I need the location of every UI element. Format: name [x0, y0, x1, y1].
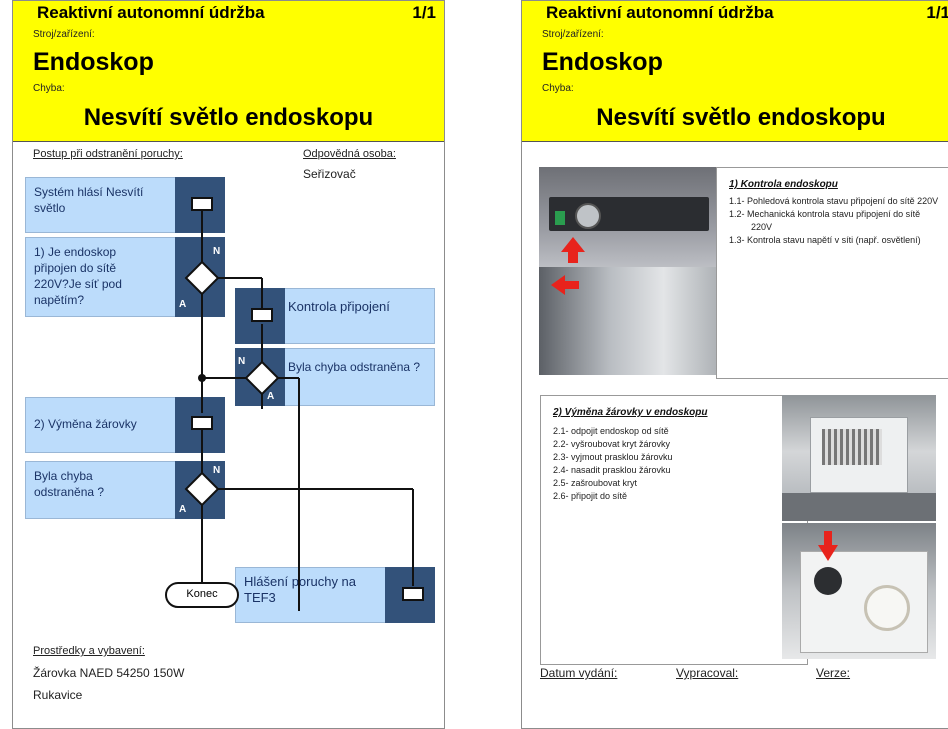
instructions-page: Reaktivní autonomní údržba 1/1 Stroj/zař… [521, 0, 948, 729]
flow-step-text: Byla chyba odstraněna ? [288, 360, 421, 374]
instruction-item: 1.1- Pohledová kontrola stavu připojení … [729, 196, 939, 206]
decision-diamond [184, 471, 220, 507]
fault-title: Nesvítí světlo endoskopu [83, 104, 374, 131]
bulb-cover-photo [782, 523, 936, 659]
page-header: Reaktivní autonomní údržba 1/1 Stroj/zař… [13, 1, 444, 142]
instruction-item: 2.6- připojit do sítě [553, 491, 628, 501]
endoskop-device-photo [782, 395, 936, 521]
flowchart-page: Reaktivní autonomní údržba 1/1 Stroj/zař… [12, 0, 445, 729]
header-title: Reaktivní autonomní údržba [546, 3, 774, 22]
flow-step-text: 2) Výměna žárovky [34, 417, 137, 431]
procedure-label: Postup při odstranění poruchy: [33, 148, 183, 160]
header-title: Reaktivní autonomní údržba [37, 3, 265, 22]
flow-step-text: Hlášení poruchy na TEF3 [244, 574, 357, 605]
version-label: Verze: [816, 666, 851, 680]
red-arrow-icon [818, 531, 838, 561]
page-number: 1/1 [412, 3, 436, 22]
responsible-person: Seřizovač [303, 167, 356, 181]
junction-dot [198, 374, 206, 382]
flow-end-terminal: Konec [165, 582, 239, 608]
issue-date-label: Datum vydání: [540, 666, 618, 680]
flowchart-connectors [184, 211, 414, 611]
branch-yes-label: A [179, 299, 187, 310]
decision-diamond [184, 260, 220, 296]
fault-label: Chyba: [542, 83, 574, 94]
branch-no-label: N [213, 246, 221, 257]
flow-step-text: Byla chyba odstraněna ? [34, 469, 105, 499]
resources-label: Prostředky a vybavení: [33, 645, 145, 657]
resource-item: Rukavice [33, 688, 83, 702]
machine-name: Endoskop [33, 48, 154, 76]
red-arrow-icon [551, 237, 585, 295]
instruction-item: 1.3- Kontrola stavu napětí v síti (např.… [729, 235, 921, 245]
fault-label: Chyba: [33, 83, 65, 94]
flow-step-text: Systém hlásí Nesvítí světlo [34, 185, 144, 215]
instruction-item: 2.5- zašroubovat kryt [553, 478, 638, 488]
section1-instructions: 1) Kontrola endoskopu 1.1- Pohledová kon… [716, 167, 948, 379]
prepared-by-label: Vypracoval: [676, 666, 739, 680]
responsible-label: Odpovědná osoba: [303, 148, 396, 160]
instruction-item: 2.4- nasadit prasklou žárovku [553, 465, 671, 475]
instruction-item: 2.1- odpojit endoskop od sítě [553, 426, 669, 436]
page-number: 1/1 [926, 3, 948, 22]
branch-no-label: N [238, 356, 246, 367]
fault-title: Nesvítí světlo endoskopu [596, 104, 886, 131]
section2-instructions: 2) Výměna žárovky v endoskopu 2.1- odpoj… [540, 395, 808, 665]
decision-diamond [244, 360, 280, 396]
instruction-item: 1.2- Mechanická kontrola stavu připojení… [729, 209, 921, 232]
process-square [251, 308, 273, 322]
process-square [191, 416, 213, 430]
machine-label: Stroj/zařízení: [542, 29, 604, 40]
section1-title: 1) Kontrola endoskopu [729, 179, 838, 190]
flow-step-text: 1) Je endoskop připojen do sítě 220V?Je … [34, 245, 122, 307]
endoskop-connection-photo [539, 167, 717, 375]
process-square [191, 197, 213, 211]
resource-item: Žárovka NAED 54250 150W [33, 666, 185, 680]
branch-no-label: N [213, 465, 221, 476]
machine-label: Stroj/zařízení: [33, 29, 95, 40]
section2-title: 2) Výměna žárovky v endoskopu [553, 407, 708, 418]
page-header: Reaktivní autonomní údržba 1/1 Stroj/zař… [522, 1, 948, 142]
process-square [402, 587, 424, 601]
instruction-item: 2.3- vyjmout prasklou žárovku [553, 452, 673, 462]
instruction-item: 2.2- vyšroubovat kryt žárovky [553, 439, 671, 449]
branch-yes-label: A [267, 391, 275, 402]
flow-step-text: Kontrola připojení [288, 299, 390, 314]
branch-yes-label: A [179, 504, 187, 515]
machine-name: Endoskop [542, 48, 663, 76]
